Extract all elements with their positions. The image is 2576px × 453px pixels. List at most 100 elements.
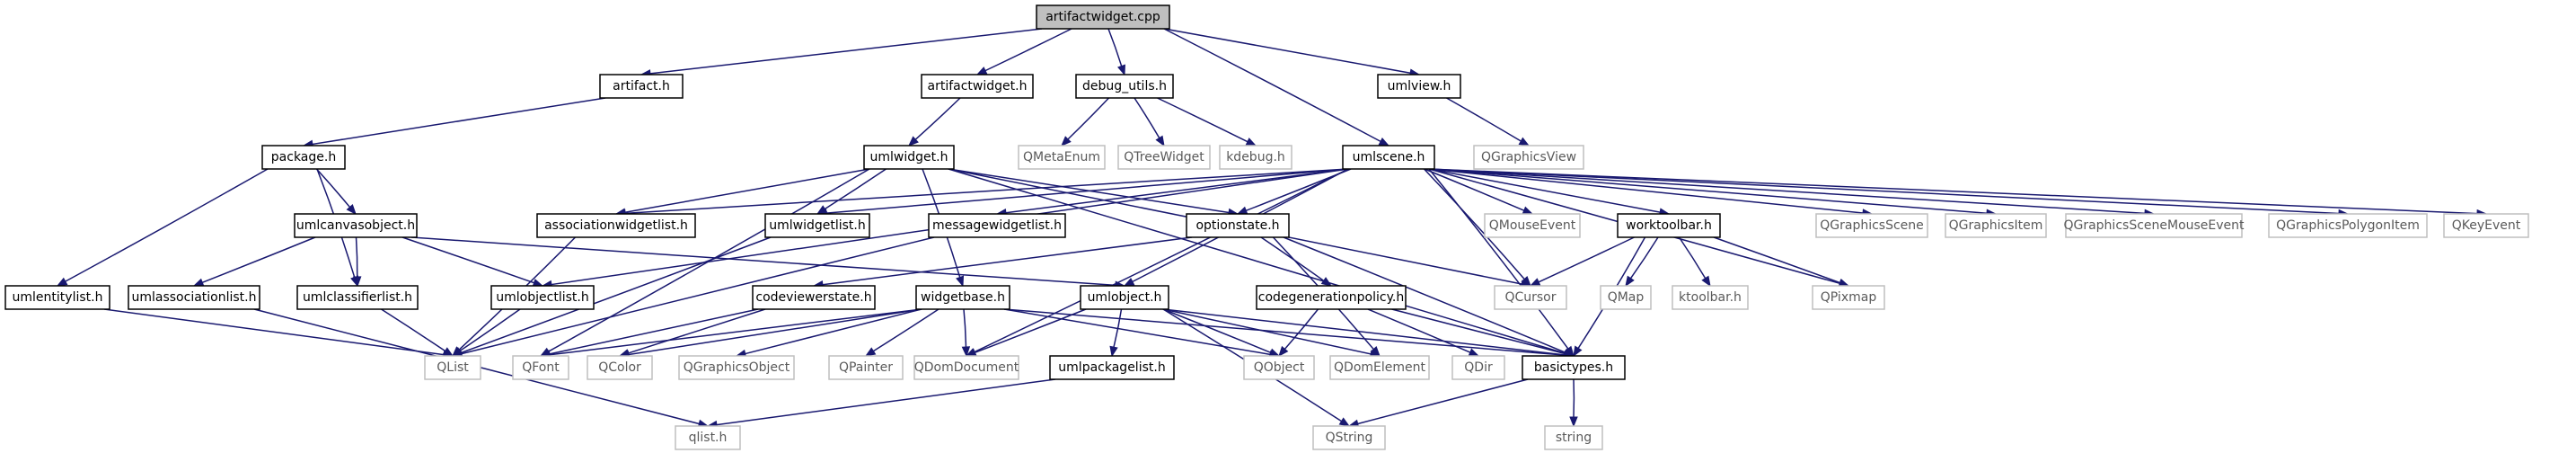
node-QPainter: QPainter — [828, 355, 904, 380]
edge-line — [1423, 168, 1525, 280]
node-box — [1544, 425, 1603, 450]
node-label: kdebug.h — [1226, 150, 1285, 164]
edge-arrowhead — [864, 347, 877, 357]
node-umlobject-h[interactable]: umlobject.h — [1080, 285, 1169, 310]
node-label: qlist.h — [689, 431, 728, 445]
edge-umlobjectlist_h-to-QList — [451, 308, 521, 357]
node-codeviewerstate-h[interactable]: codeviewerstate.h — [752, 285, 876, 310]
node-box — [261, 145, 346, 170]
edge-line — [461, 236, 772, 354]
edge-arrowhead — [1573, 345, 1583, 358]
node-umlassociationlist-h[interactable]: umlassociationlist.h — [128, 285, 260, 310]
node-box — [1312, 425, 1386, 450]
edge-line — [974, 168, 1349, 353]
edge-line — [1003, 308, 1566, 356]
edge-arrowhead — [1522, 206, 1534, 215]
node-label: messagewidgetlist.h — [932, 218, 1062, 233]
node-optionstate-h[interactable]: optionstate.h — [1186, 213, 1290, 238]
edge-debug_utils_h-to-kdebug_h — [1157, 97, 1257, 147]
node-label: codeviewerstate.h — [755, 290, 871, 305]
node-basictypes-h[interactable]: basictypes.h — [1522, 355, 1626, 380]
node-label: QColor — [598, 360, 641, 375]
node-box — [1329, 355, 1430, 380]
node-umlwidget-h[interactable]: umlwidget.h — [863, 145, 955, 170]
edge-line — [822, 236, 1193, 286]
node-label: associationwidgetlist.h — [544, 218, 688, 233]
edge-arrowhead — [352, 276, 362, 288]
edge-umlobject_h-to-umlpackagelist_h — [1109, 308, 1123, 358]
edge-line — [1428, 168, 1569, 350]
node-messagewidgetlist-h[interactable]: messagewidgetlist.h — [928, 213, 1066, 238]
node-artifactwidget-h[interactable]: artifactwidget.h — [921, 74, 1034, 99]
node-box — [1243, 355, 1315, 380]
edge-arrowhead — [1521, 276, 1531, 287]
edge-umlcanvasobject_h-to-umlassociationlist_h — [192, 236, 316, 287]
node-label: artifact.h — [613, 79, 670, 93]
edge-line — [1428, 168, 2340, 215]
edge-line — [1003, 308, 1271, 356]
node-box — [1484, 213, 1581, 238]
node-box — [1451, 355, 1505, 380]
edge-arrowhead — [908, 136, 919, 147]
node-label: umlobject.h — [1088, 290, 1162, 305]
edge-worktoolbar_h-to-QMap — [1625, 236, 1659, 288]
node-artifact-h[interactable]: artifact.h — [599, 74, 684, 99]
edge-basictypes_h-to-QString — [1347, 378, 1529, 428]
edge-widgetbase_h-to-QPainter — [864, 308, 940, 357]
node-box — [1186, 213, 1290, 238]
node-label: QGraphicsItem — [1949, 218, 2043, 233]
edge-umlcanvasobject_h-to-umlobject_h — [410, 236, 1126, 290]
node-umlview-h[interactable]: umlview.h — [1377, 74, 1461, 99]
node-umlscene-h[interactable]: umlscene.h — [1342, 145, 1435, 170]
node-label: umlwidget.h — [870, 150, 948, 164]
edge-package_h-to-umlentitylist_h — [56, 168, 269, 287]
node-umlcanvasobject-h[interactable]: umlcanvasobject.h — [294, 213, 418, 238]
node-ktoolbar-h: ktoolbar.h — [1672, 285, 1749, 310]
edge-umlscene_h-to-QGraphicsSceneMouseEvent — [1428, 168, 2156, 218]
node-box — [1617, 213, 1721, 238]
edge-arrowhead — [192, 278, 205, 287]
node-umlwidgetlist-h[interactable]: umlwidgetlist.h — [764, 213, 870, 238]
node-label: umlentitylist.h — [13, 290, 103, 305]
edge-line — [1163, 28, 1411, 74]
edge-umlwidget_h-to-associationwidgetlist_h — [614, 168, 870, 217]
edge-codegenerationpolicy_h-to-QDir — [1367, 308, 1480, 357]
edge-arrowhead — [975, 67, 988, 76]
edge-arrowhead — [1278, 345, 1289, 358]
edge-arrowhead — [1338, 417, 1351, 427]
node-widgetbase-h[interactable]: widgetbase.h — [915, 285, 1010, 310]
node-umlentitylist-h[interactable]: umlentitylist.h — [4, 285, 110, 310]
node-codegenerationpolicy-h[interactable]: codegenerationpolicy.h — [1256, 285, 1407, 310]
node-worktoolbar-h[interactable]: worktoolbar.h — [1617, 213, 1721, 238]
node-root[interactable]: artifactwidget.cpp — [1036, 4, 1170, 30]
edge-line — [1113, 308, 1123, 348]
node-QGraphicsItem: QGraphicsItem — [1945, 213, 2047, 238]
node-umlobjectlist-h[interactable]: umlobjectlist.h — [490, 285, 595, 310]
node-QKeyEvent: QKeyEvent — [2443, 213, 2529, 238]
node-QString: QString — [1312, 425, 1386, 450]
node-debug-utils-h[interactable]: debug_utils.h — [1075, 74, 1174, 99]
node-QGraphicsView: QGraphicsView — [1473, 145, 1584, 170]
edge-package_h-to-umlcanvasobject_h — [315, 168, 357, 216]
edge-line — [1367, 308, 1471, 353]
edge-arrowhead — [56, 277, 68, 287]
edge-line — [410, 236, 1116, 287]
node-umlpackagelist-h[interactable]: umlpackagelist.h — [1049, 355, 1175, 380]
node-umlclassifierlist-h[interactable]: umlclassifierlist.h — [296, 285, 419, 310]
node-QObject: QObject — [1243, 355, 1315, 380]
node-box — [536, 213, 696, 238]
edge-codegenerationpolicy_h-to-QObject — [1278, 308, 1319, 358]
node-label: umlview.h — [1388, 79, 1451, 93]
node-package-h[interactable]: package.h — [261, 145, 346, 170]
edge-line — [716, 378, 1056, 426]
node-box — [1812, 285, 1885, 310]
node-box — [678, 355, 795, 380]
edge-arrowhead — [1245, 138, 1257, 147]
node-label: ktoolbar.h — [1679, 290, 1742, 305]
node-string: string — [1544, 425, 1603, 450]
node-label: QMetaEnum — [1023, 150, 1100, 164]
node-QCursor: QCursor — [1494, 285, 1567, 310]
node-QColor: QColor — [587, 355, 653, 380]
node-associationwidgetlist-h[interactable]: associationwidgetlist.h — [536, 213, 696, 238]
edge-widgetbase_h-to-QObject — [1003, 308, 1281, 359]
